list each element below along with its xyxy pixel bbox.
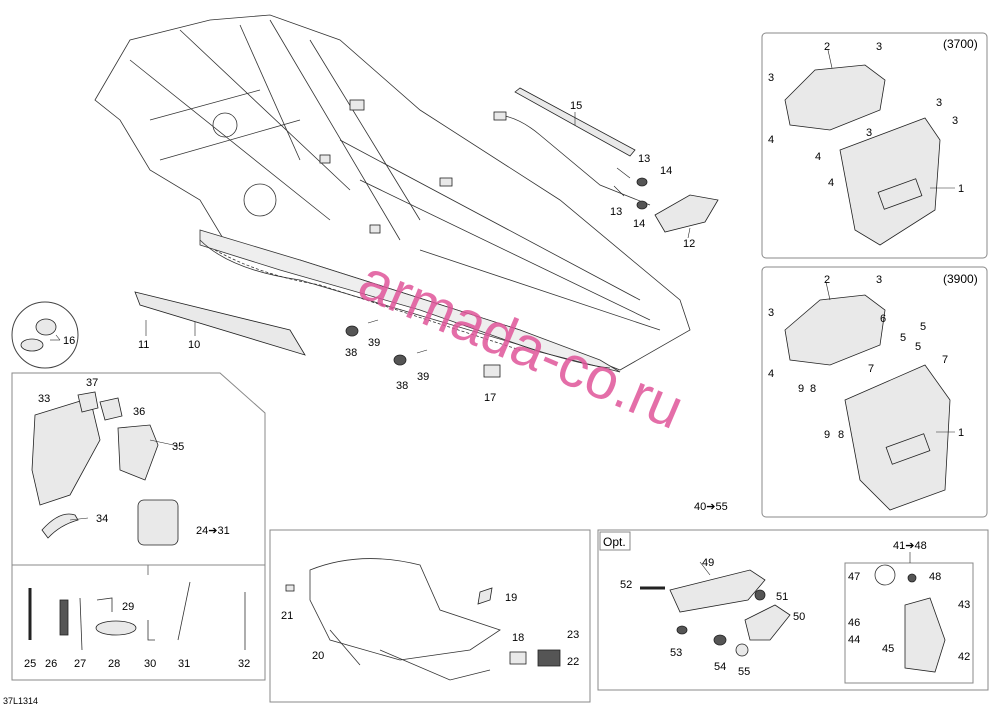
callout-1: 1 <box>958 427 964 439</box>
leader-lines <box>55 49 955 576</box>
optional-hitch-panel <box>597 529 989 691</box>
callout-12: 12 <box>683 238 695 250</box>
callout-22: 22 <box>567 656 579 668</box>
tail-light-group <box>493 87 719 239</box>
callout-13: 13 <box>638 153 650 165</box>
callout-5: 5 <box>920 321 926 333</box>
callout-4: 4 <box>768 368 774 380</box>
callout-3: 3 <box>952 115 958 127</box>
mirror-detail <box>11 301 79 369</box>
callout-49: 49 <box>702 557 714 569</box>
callout-4: 4 <box>815 151 821 163</box>
callout-2: 2 <box>824 274 830 286</box>
callout-38: 38 <box>396 380 408 392</box>
callout-43: 43 <box>958 599 970 611</box>
callout-3: 3 <box>866 127 872 139</box>
callout-24-31: 24➔31 <box>196 525 230 537</box>
callout-32: 32 <box>238 658 250 670</box>
optional-range-label: 40➔55 <box>694 501 728 513</box>
variant-label-3900: (3900) <box>943 272 978 286</box>
callout-31: 31 <box>178 658 190 670</box>
callout-11: 11 <box>138 339 149 351</box>
flap-panel-3700 <box>761 32 988 259</box>
callout-14: 14 <box>633 218 645 230</box>
callout-3: 3 <box>768 307 774 319</box>
callout-6: 6 <box>880 313 886 325</box>
callout-10: 10 <box>188 339 200 351</box>
optional-sub-range-label: 41➔48 <box>893 540 927 552</box>
callout-23: 23 <box>567 629 579 641</box>
callout-30: 30 <box>144 658 156 670</box>
callout-45: 45 <box>882 643 894 655</box>
optional-badge: Opt. <box>603 535 626 549</box>
callout-8: 8 <box>810 383 816 395</box>
callout-53: 53 <box>670 647 682 659</box>
callout-9: 9 <box>824 429 830 441</box>
callout-7: 7 <box>942 354 948 366</box>
drawing-code: 37L1314 <box>3 696 38 706</box>
callout-18: 18 <box>512 632 524 644</box>
callout-54: 54 <box>714 661 726 673</box>
callout-21: 21 <box>281 610 293 622</box>
snowmobile-decal-panel <box>269 529 591 703</box>
callout-3: 3 <box>876 41 882 53</box>
callout-3: 3 <box>936 97 942 109</box>
callout-15: 15 <box>570 100 582 112</box>
callout-9: 9 <box>798 383 804 395</box>
left-accessory-panel <box>11 372 266 575</box>
callout-17: 17 <box>484 392 496 404</box>
callout-labels: (3700) 2 3 3 3 3 3 4 4 4 1 (3900) 2 3 3 … <box>3 37 978 706</box>
callout-8: 8 <box>838 429 844 441</box>
callout-4: 4 <box>768 134 774 146</box>
callout-5: 5 <box>915 341 921 353</box>
callout-2: 2 <box>824 41 830 53</box>
callout-28: 28 <box>108 658 120 670</box>
variant-label-3700: (3700) <box>943 37 978 51</box>
callout-3: 3 <box>768 72 774 84</box>
callout-52: 52 <box>620 579 632 591</box>
callout-51: 51 <box>776 591 788 603</box>
callout-39: 39 <box>417 371 429 383</box>
callout-42: 42 <box>958 651 970 663</box>
callout-36: 36 <box>133 406 145 418</box>
callout-46: 46 <box>848 617 860 629</box>
callout-7: 7 <box>868 363 874 375</box>
fasteners-38-39 <box>345 319 501 378</box>
watermark-text: armada-co.ru <box>350 247 693 442</box>
callout-20: 20 <box>312 650 324 662</box>
callout-27: 27 <box>74 658 86 670</box>
tool-kit-panel <box>11 564 266 681</box>
callout-29: 29 <box>122 601 134 613</box>
callout-50: 50 <box>793 611 805 623</box>
callout-5: 5 <box>900 332 906 344</box>
callout-34: 34 <box>96 513 108 525</box>
callout-48: 48 <box>929 571 941 583</box>
callout-16: 16 <box>63 335 75 347</box>
callout-39: 39 <box>368 337 380 349</box>
callout-47: 47 <box>848 571 860 583</box>
runner-bar <box>134 291 306 356</box>
chassis-frame <box>94 14 691 373</box>
callout-33: 33 <box>38 393 50 405</box>
callout-14: 14 <box>660 165 672 177</box>
callout-44: 44 <box>848 634 860 646</box>
callout-35: 35 <box>172 441 184 453</box>
callout-4: 4 <box>828 177 834 189</box>
callout-3: 3 <box>876 274 882 286</box>
callout-26: 26 <box>45 658 57 670</box>
callout-38: 38 <box>345 347 357 359</box>
callout-19: 19 <box>505 592 517 604</box>
flap-panel-3900 <box>761 266 988 518</box>
callout-13: 13 <box>610 206 622 218</box>
callout-55: 55 <box>738 666 750 678</box>
callout-37: 37 <box>86 377 98 389</box>
callout-1: 1 <box>958 183 964 195</box>
callout-25: 25 <box>24 658 36 670</box>
